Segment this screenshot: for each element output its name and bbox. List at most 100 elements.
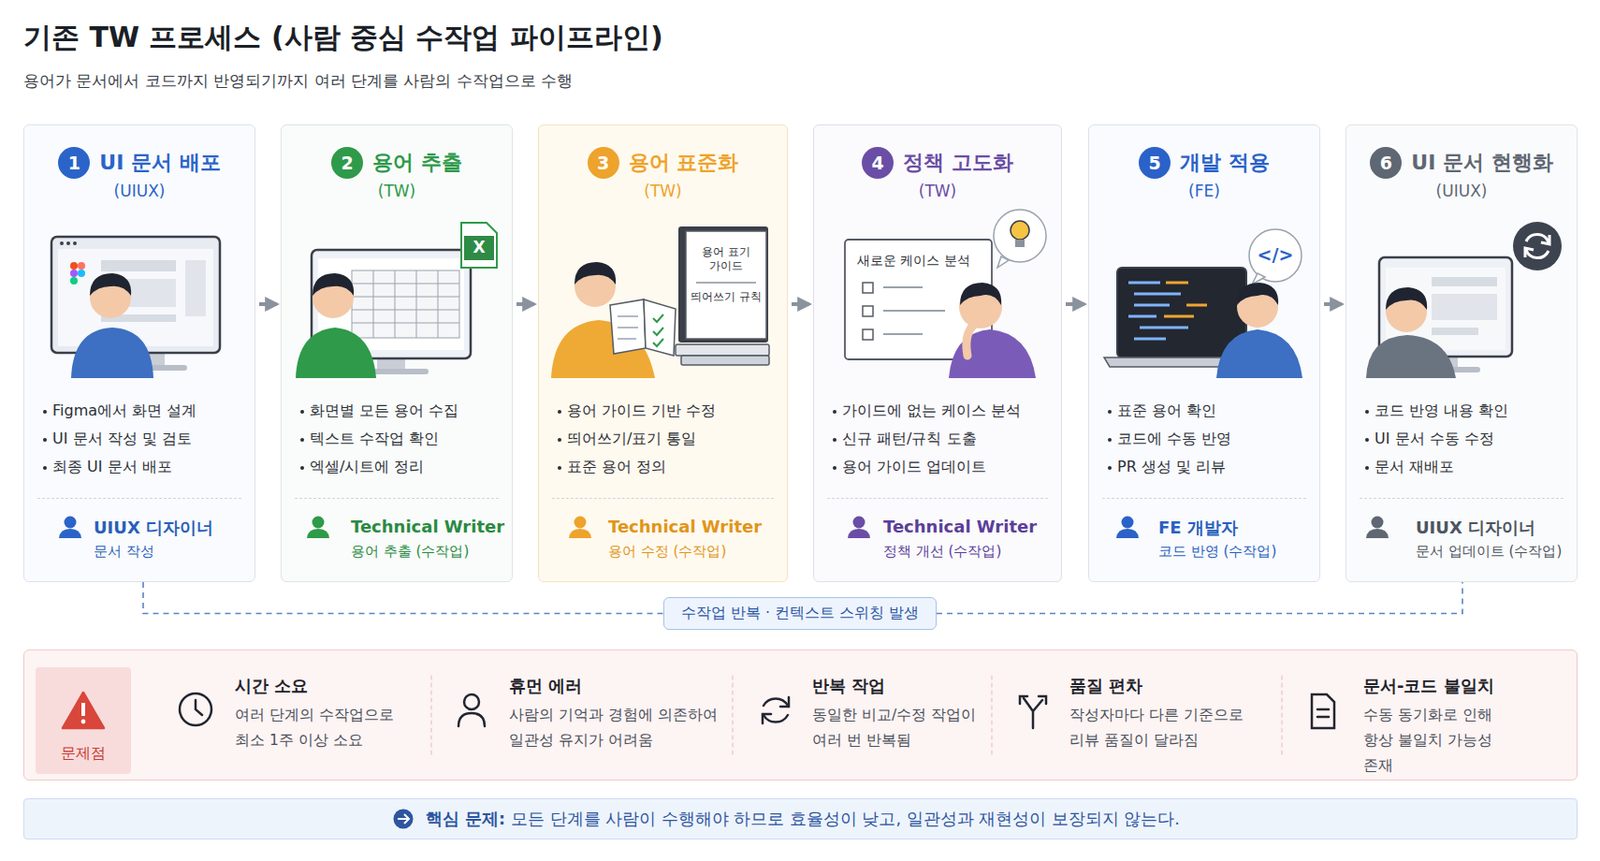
problem-title: 문서-코드 불일치 (1363, 674, 1495, 698)
flow-arrow (1323, 302, 1342, 306)
step-number-circle: 6 (1369, 146, 1402, 179)
callout-number: 2 (341, 152, 354, 174)
callout-number: 6 (1380, 152, 1393, 174)
card-subtitle: (TW) (281, 181, 512, 201)
arrow-circle-icon (393, 809, 414, 830)
process-card: 개발 적용5(FE)표준 용어 확인코드에 수동 반영PR 생성 및 리뷰FE … (1088, 124, 1321, 582)
bullet-text: 용어 가이드 기반 수정 (567, 401, 780, 422)
callout-number: 5 (1149, 152, 1162, 174)
card-divider (1102, 497, 1307, 499)
label-text: X (467, 237, 491, 257)
bullet-text: 텍스트 수작업 확인 (309, 429, 505, 450)
bullet-dot (43, 465, 47, 470)
badge-text: 문제점 (35, 743, 131, 764)
bullet-text: 표준 용어 정의 (567, 457, 780, 478)
bullet-text: UI 문서 수동 수정 (1374, 429, 1570, 450)
card-title: 개발 적용 (1179, 148, 1270, 177)
card-title: UI 문서 배포 (99, 148, 220, 177)
policy-analysis-illustration (844, 209, 1047, 379)
step-number-circle: 1 (58, 146, 90, 179)
repeat-note-pill: 수작업 반복 · 컨텍스트 스위칭 발생 (663, 596, 937, 630)
dashed-connector (143, 581, 664, 614)
card-header: 용어 표준화3 (538, 145, 787, 181)
card-title: 용어 추출 (372, 148, 463, 177)
label-text: </> (1256, 244, 1295, 265)
step-number-circle: 2 (331, 146, 364, 179)
process-card: UI 문서 현행화 6 (UIUX) 코드 반영 내용 확인 UI 문서 수동 수정문서… (1345, 124, 1578, 582)
role-task: 코드 반영 (수작업) (1158, 542, 1277, 561)
role-task: 문서 업데이트 (수작업) (1415, 542, 1562, 561)
bullet-dot (1365, 465, 1369, 470)
card-title: 정책 고도화 (902, 148, 1014, 177)
bullet-text: 최종 UI 문서 배포 (52, 457, 248, 478)
bullet-dot (300, 437, 305, 442)
problem-title: 시간 소요 (234, 674, 308, 698)
card-header: 용어 추출 2 (281, 145, 512, 181)
problem-icons (62, 675, 1335, 757)
role-name: UIUX 디자이너 (1415, 516, 1536, 539)
bullet-dot (1107, 409, 1112, 414)
bullet-text: 코드 반영 내용 확인 (1374, 401, 1570, 422)
role-task: 문서 작성 (93, 542, 155, 561)
callout-number: 3 (596, 152, 610, 174)
role-task: 정책 개선 (수작업) (883, 542, 1002, 561)
bullet-text: 용어 가이드 업데이트 (842, 457, 1054, 478)
bullet-dot (1365, 437, 1369, 442)
bullet-text: 띄어쓰기/표기 통일 (567, 429, 780, 450)
card-subtitle: (UIUX) (1346, 181, 1577, 201)
role-name: Technical Writer (350, 516, 505, 537)
bullet-text: 문서 재배포 (1374, 457, 1570, 478)
problem-text: 여러 단계의 수작업으로 최소 1주 이상 소요 (234, 702, 422, 754)
bullet-dot (43, 437, 47, 442)
bullet-text: UI 문서 작성 및 검토 (52, 429, 248, 450)
bullet-dot (832, 437, 837, 442)
callout-number: 4 (872, 152, 885, 174)
dashed-connector (936, 581, 1463, 614)
designer-illustration (51, 236, 220, 379)
problem-title: 품질 편차 (1069, 674, 1143, 698)
flow-arrow (791, 302, 810, 306)
card-subtitle: (UIUX) (24, 181, 255, 201)
step-number-circle: 3 (587, 146, 620, 179)
pill-text: 수작업 반복 · 컨텍스트 스위칭 발생 (681, 603, 919, 624)
callout-number: 1 (68, 152, 81, 174)
flow-arrow (516, 302, 535, 306)
card-subtitle: (TW) (538, 181, 787, 201)
card-divider (1359, 497, 1564, 499)
bullet-text: PR 생성 및 리뷰 (1117, 457, 1312, 478)
diagram-title: 기존 TW 프로세스 (사람 중심 수작업 파이프라인) (23, 18, 664, 58)
bullet-dot (1107, 437, 1112, 442)
core-problem-box: 핵심 문제:모든 단계를 사람이 수행해야 하므로 효율성이 낮고, 일관성과 … (23, 798, 1578, 840)
card-header: 정책 고도화 4 (814, 145, 1062, 181)
role-name: UIUX 디자이너 (93, 516, 214, 539)
bullet-dot (1107, 465, 1112, 470)
problem-title: 반복 작업 (812, 674, 886, 698)
card-subtitle: (FE) (1089, 181, 1320, 201)
step-number-circle: 4 (861, 146, 894, 179)
card-divider (827, 497, 1048, 499)
role-task: 용어 수정 (수작업) (608, 542, 727, 561)
bullet-text: Figma에서 화면 설계 (52, 401, 248, 422)
core-problem-label: 핵심 문제: (425, 807, 506, 830)
writer-guide-illustration (551, 226, 770, 379)
role-name: FE 개발자 (1158, 516, 1238, 539)
label-text: 용어 표기 가이드 (694, 245, 758, 274)
role-task: 용어 추출 (수작업) (350, 542, 469, 561)
bullet-dot (43, 409, 47, 414)
bullet-dot (832, 409, 837, 414)
bullet-text: 코드에 수동 반영 (1117, 429, 1312, 450)
step-number-circle: 5 (1138, 146, 1171, 179)
bullet-dot (300, 465, 305, 470)
label-text: 띄어쓰기 규칙 (688, 290, 764, 305)
label-text: 새로운 케이스 분석 (857, 252, 971, 270)
process-card: 용어 표준화3(TW) 용어 가이드 기반 수정띄어쓰기/표기 통일표준 용어 정… (538, 124, 788, 582)
bullet-text: 가이드에 없는 케이스 분석 (842, 401, 1054, 422)
bullet-dot (557, 437, 562, 442)
problem-text: 사람의 기억과 경험에 의존하여 일관성 유지가 어려움 (509, 702, 743, 754)
card-divider (37, 497, 242, 499)
role-name: Technical Writer (608, 516, 762, 537)
card-title: UI 문서 현행화 (1410, 148, 1553, 177)
bullet-dot (300, 409, 305, 414)
card-header: UI 문서 배포 1 (24, 145, 255, 181)
